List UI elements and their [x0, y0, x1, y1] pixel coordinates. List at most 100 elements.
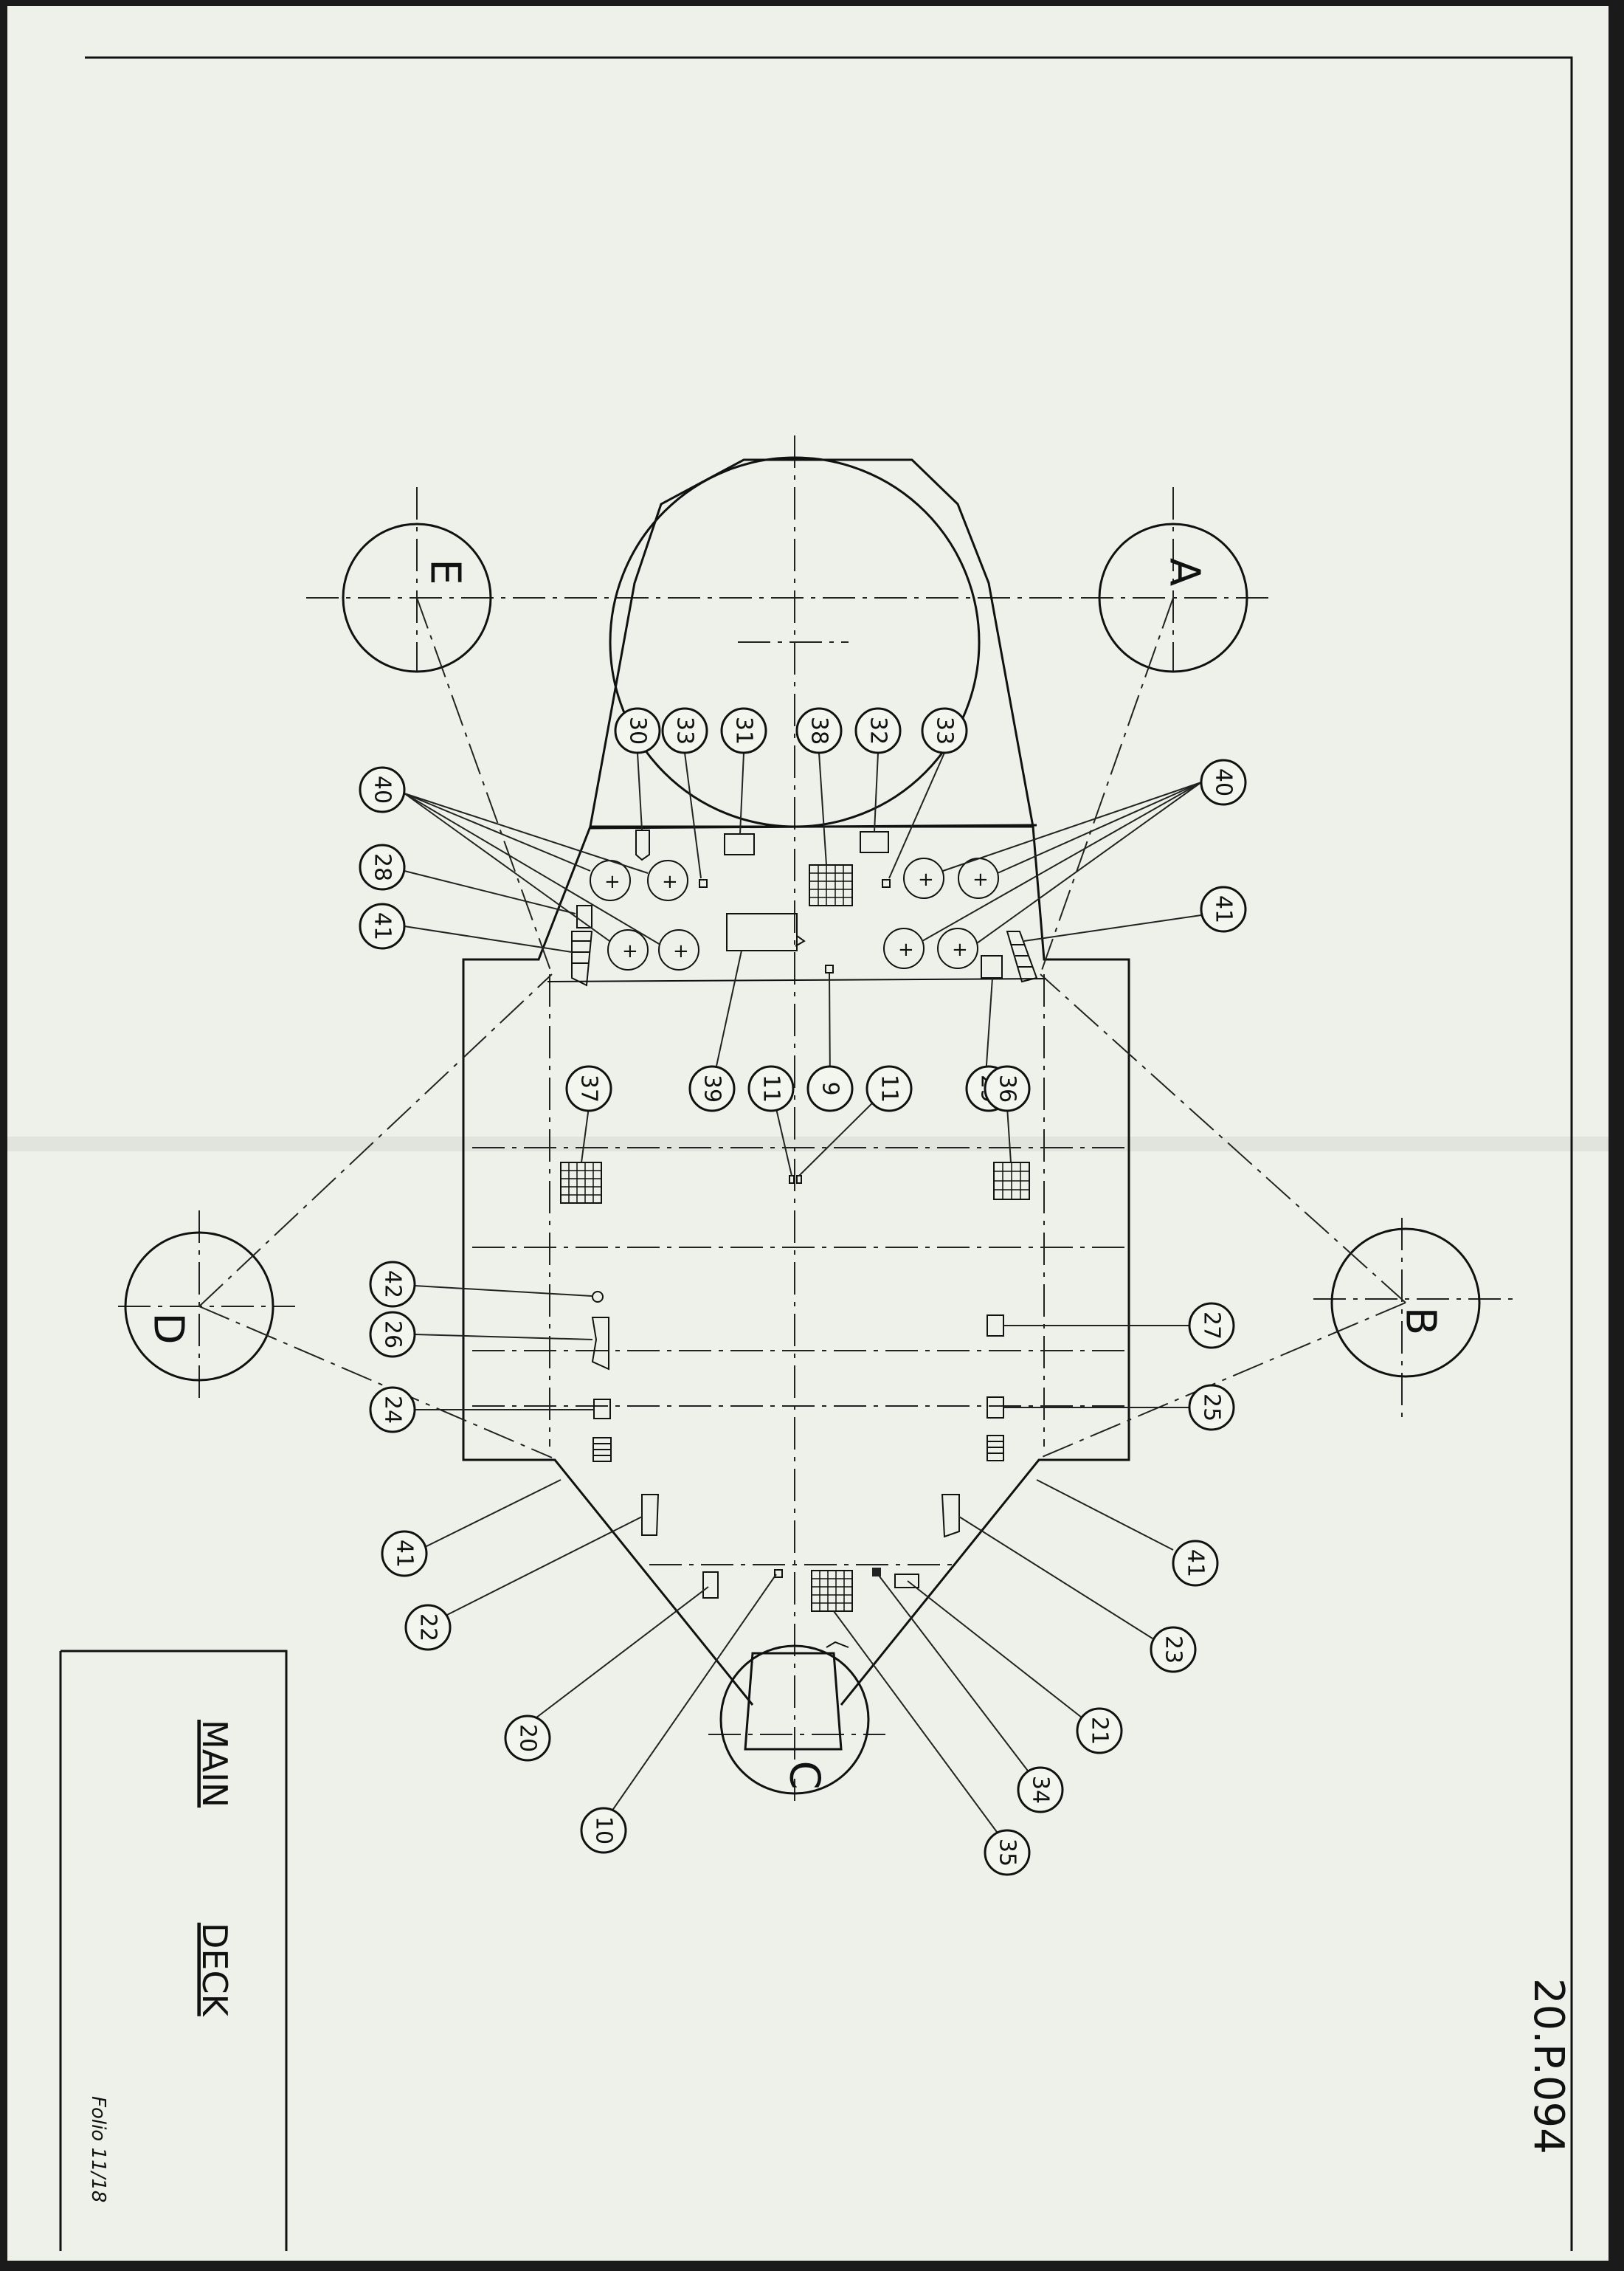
section-circle-e: E: [342, 523, 492, 673]
item-bubble-41-port-fwd: 41: [359, 903, 406, 950]
svg-text:38: 38: [806, 717, 832, 745]
svg-text:+: +: [898, 939, 914, 961]
svg-text:+: +: [622, 940, 638, 962]
item-bubble-38: 38: [795, 707, 843, 754]
item-bubble-25: 25: [1188, 1384, 1235, 1431]
paper: [7, 6, 1609, 2261]
svg-text:40: 40: [1211, 768, 1237, 796]
item-bubble-11-stbd: 11: [865, 1065, 913, 1112]
svg-text:9: 9: [818, 1081, 843, 1095]
item-bubble-23: 23: [1150, 1626, 1197, 1673]
item-bubble-21: 21: [1076, 1707, 1123, 1754]
item-bubble-10: 10: [580, 1807, 627, 1854]
grid-hatch-36: [993, 1162, 1030, 1200]
svg-text:33: 33: [932, 717, 958, 745]
title-main: MAIN: [195, 1720, 235, 1808]
item-bubble-28: 28: [359, 844, 406, 891]
svg-text:28: 28: [370, 853, 395, 881]
svg-text:32: 32: [865, 717, 891, 745]
section-label-e: E: [421, 559, 469, 585]
section-label-c: C: [781, 1760, 829, 1789]
grid-hatch-35: [811, 1570, 853, 1612]
item-bubble-9: 9: [806, 1065, 854, 1112]
svg-text:30: 30: [625, 717, 651, 745]
item-bubbles: 30 33 31 38 32 33 40 28 41 40 41 39 11 9…: [359, 707, 1247, 1876]
svg-text:11: 11: [877, 1075, 902, 1103]
svg-text:24: 24: [380, 1396, 406, 1424]
leader-lines: [404, 752, 1202, 1844]
svg-text:41: 41: [370, 912, 395, 940]
svg-text:11: 11: [759, 1075, 784, 1103]
item-bubble-31: 31: [720, 707, 767, 754]
item-bubble-41-stbd-fwd: 41: [1200, 886, 1247, 933]
svg-text:+: +: [673, 940, 689, 962]
svg-text:+: +: [972, 869, 989, 891]
item-bubble-11-port: 11: [747, 1065, 795, 1112]
item-bubble-41-stbd-aft: 41: [1172, 1540, 1219, 1587]
svg-text:+: +: [918, 869, 934, 891]
svg-text:22: 22: [415, 1613, 441, 1641]
svg-text:36: 36: [995, 1075, 1020, 1103]
item-bubble-30: 30: [614, 707, 661, 754]
svg-text:25: 25: [1199, 1393, 1225, 1421]
item-bubble-41-port-aft: 41: [381, 1530, 428, 1577]
capstan-circles: + + + + + + + +: [590, 858, 999, 971]
svg-text:35: 35: [995, 1838, 1020, 1867]
title-block-border: [61, 1650, 288, 2251]
item-bubble-33-stbd: 33: [921, 707, 968, 754]
svg-text:10: 10: [591, 1816, 617, 1844]
svg-text:42: 42: [380, 1270, 406, 1298]
item-bubble-42: 42: [369, 1261, 416, 1308]
item-bubble-32: 32: [854, 707, 902, 754]
svg-text:26: 26: [380, 1320, 406, 1348]
svg-text:39: 39: [699, 1075, 725, 1103]
svg-text:21: 21: [1087, 1717, 1113, 1745]
svg-text:+: +: [662, 871, 678, 893]
turret-ring: [609, 456, 981, 828]
grid-hatch-37: [560, 1162, 602, 1204]
svg-text:40: 40: [370, 776, 395, 804]
svg-text:33: 33: [672, 717, 698, 745]
item-bubble-20: 20: [504, 1715, 551, 1762]
item-bubble-40-stbd: 40: [1200, 759, 1247, 806]
title-deck: DECK: [195, 1923, 235, 2018]
svg-text:34: 34: [1028, 1776, 1054, 1804]
section-label-d: D: [145, 1312, 193, 1344]
item-bubble-36: 36: [984, 1065, 1031, 1112]
fold-crease: [7, 1137, 1609, 1151]
section-circle-b: B: [1330, 1227, 1481, 1378]
grid-hatch-38: [809, 864, 853, 906]
svg-text:31: 31: [731, 717, 757, 745]
item-bubble-34: 34: [1017, 1766, 1064, 1813]
item-bubble-33-port: 33: [661, 707, 708, 754]
item-bubble-40-port: 40: [359, 766, 406, 813]
centerlines: [118, 435, 1520, 1801]
svg-text:41: 41: [1183, 1549, 1209, 1577]
item-bubble-35: 35: [984, 1829, 1031, 1876]
svg-text:+: +: [952, 939, 968, 961]
section-circle-a: A: [1098, 523, 1248, 673]
item-bubble-39: 39: [688, 1065, 736, 1112]
item-bubble-24: 24: [369, 1386, 416, 1433]
svg-text:20: 20: [515, 1724, 541, 1752]
stern-circle: [719, 1641, 870, 1795]
svg-text:41: 41: [1211, 895, 1237, 923]
svg-text:+: +: [604, 871, 621, 893]
item-bubble-37: 37: [565, 1065, 612, 1112]
section-label-b: B: [1397, 1307, 1445, 1335]
item-bubble-27: 27: [1188, 1302, 1235, 1349]
svg-text:27: 27: [1199, 1312, 1225, 1340]
svg-text:23: 23: [1161, 1636, 1186, 1664]
item-bubble-26: 26: [369, 1311, 416, 1358]
folio-note: Folio 11/18: [87, 2096, 109, 2202]
drawing-frame: [85, 56, 1573, 2251]
svg-text:41: 41: [392, 1540, 418, 1568]
sight-lines: [198, 597, 1406, 1458]
item-bubble-22: 22: [404, 1604, 452, 1651]
svg-text:37: 37: [576, 1075, 602, 1103]
drawing-reference: 20.P.094: [1524, 1978, 1572, 2154]
section-label-a: A: [1161, 558, 1209, 586]
section-circle-d: D: [124, 1231, 274, 1382]
